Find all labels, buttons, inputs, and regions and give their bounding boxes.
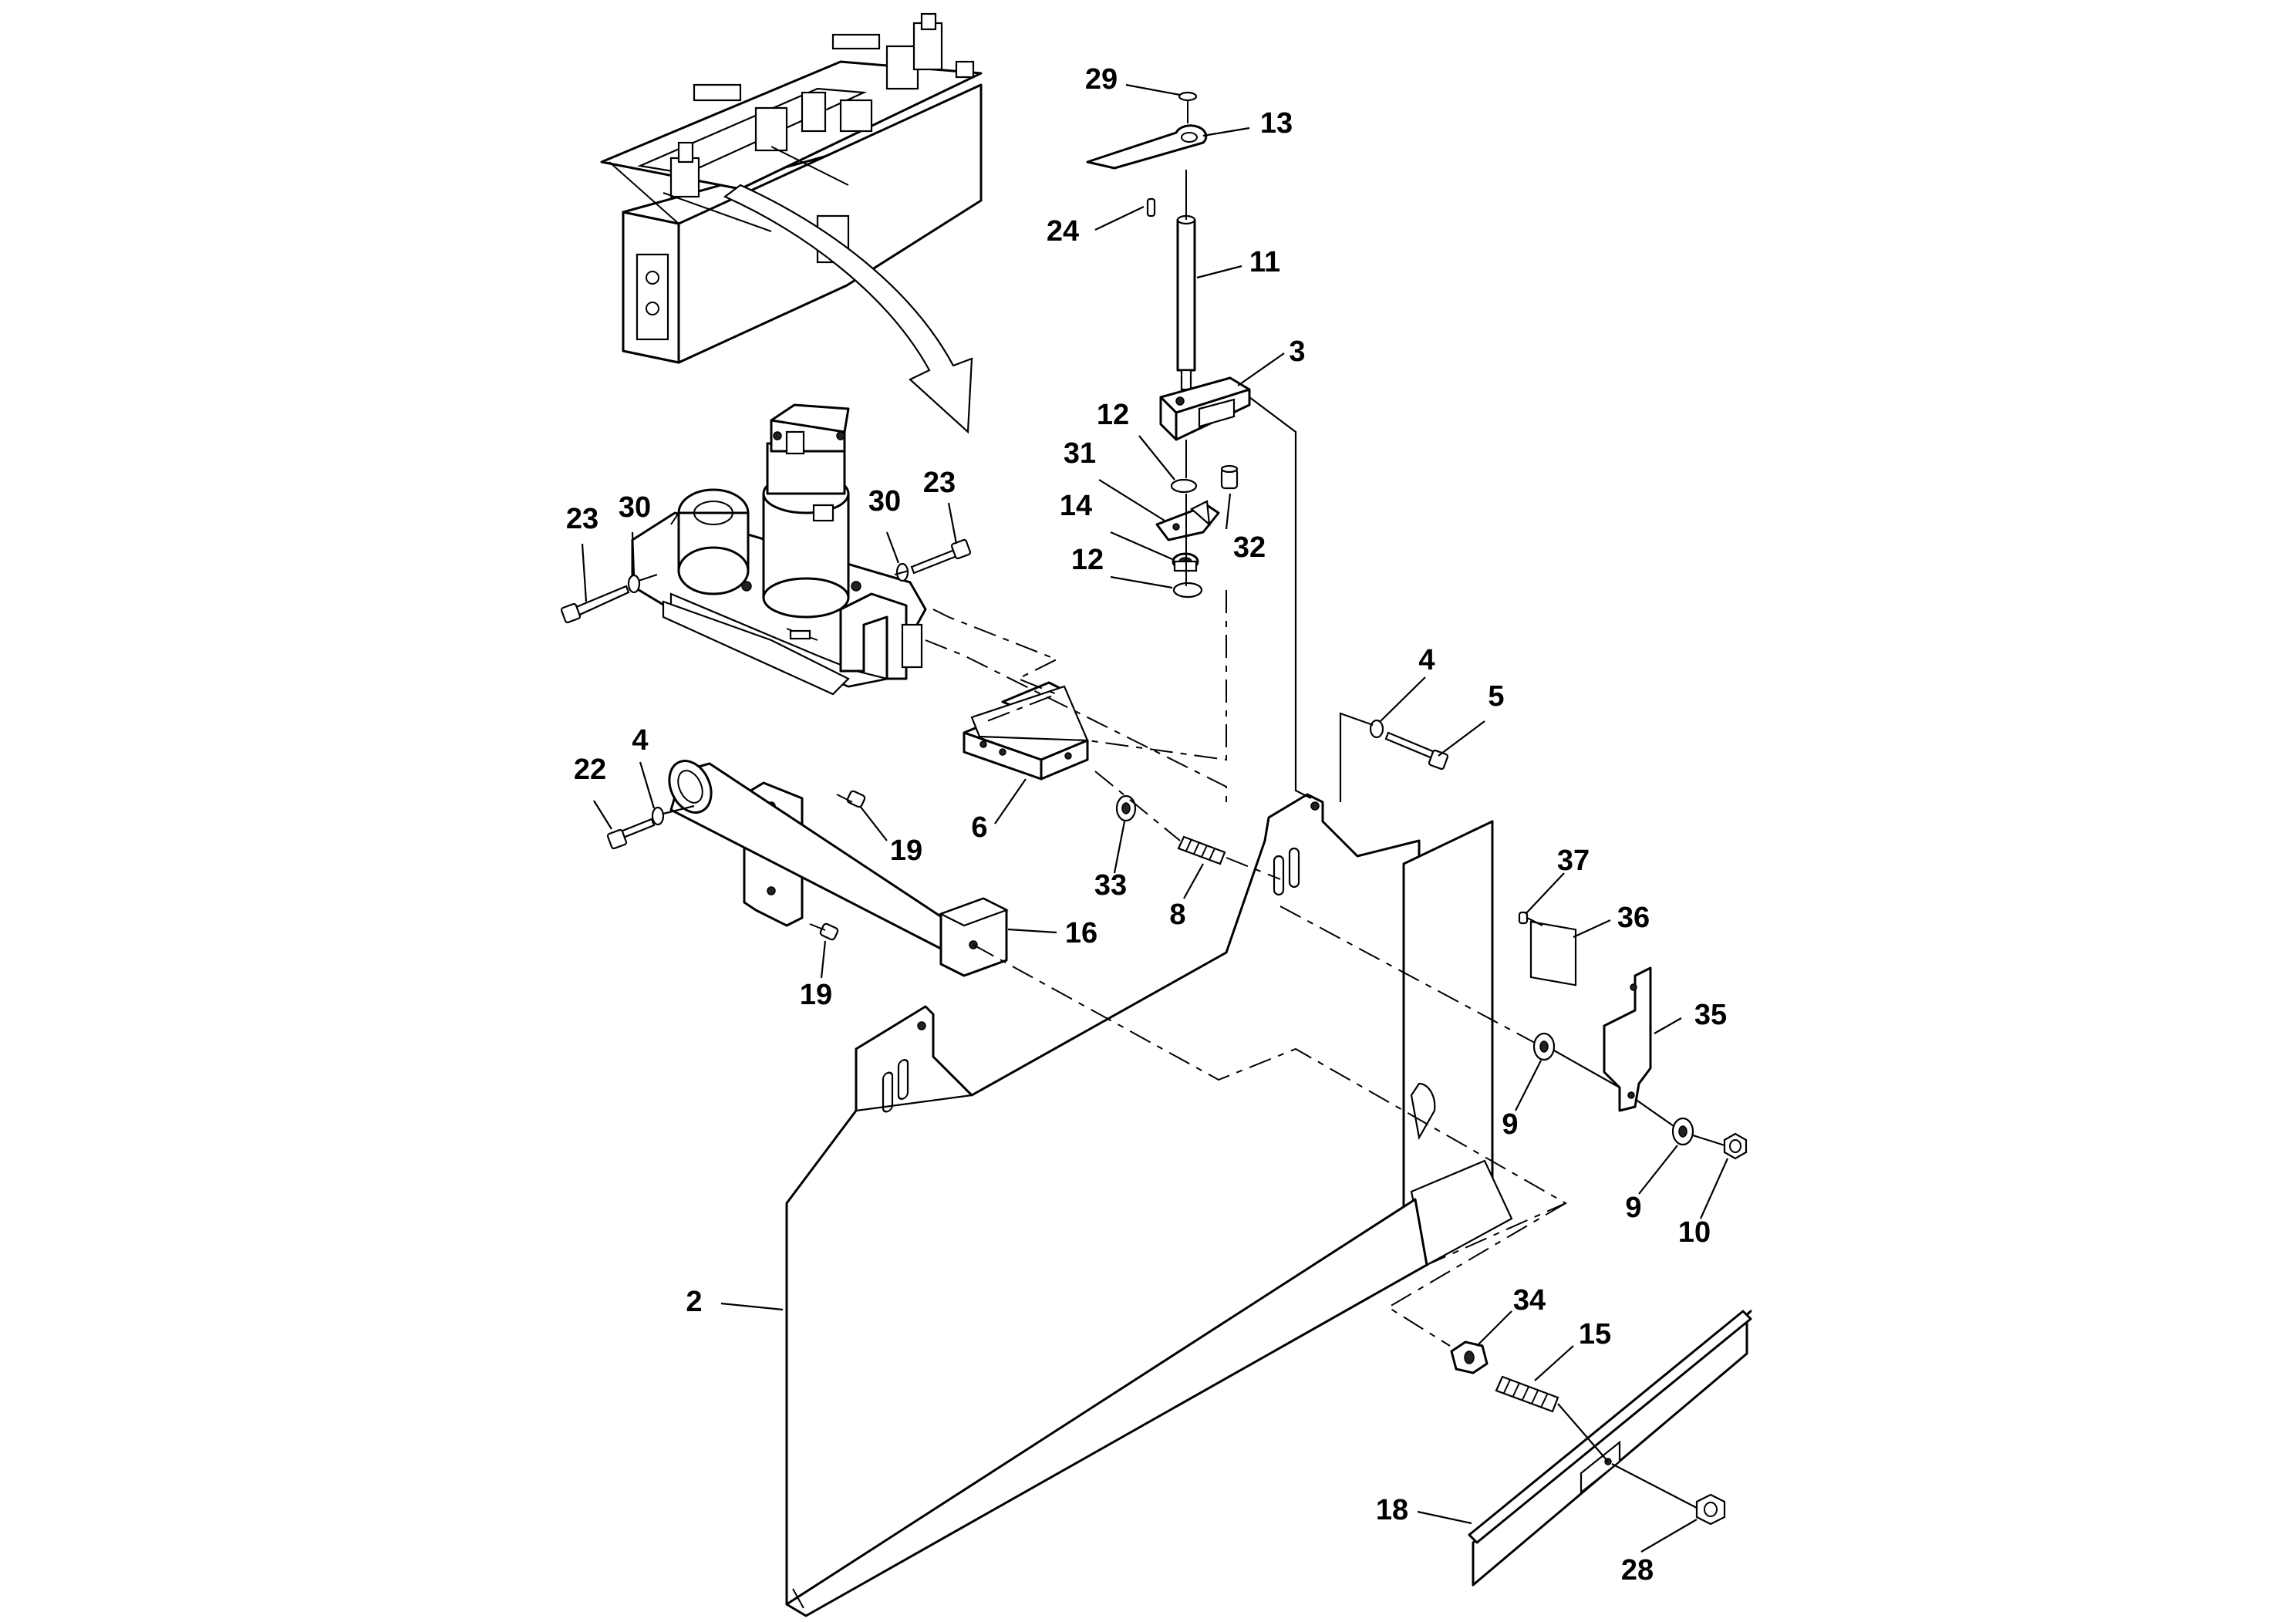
callout-30-left: 30 [619,491,651,524]
callout-15: 15 [1579,1318,1611,1351]
machine-assembly-overview-icon [600,12,983,364]
callout-9-upper: 9 [1502,1108,1518,1141]
fasteners [560,538,1748,1526]
callout-2: 2 [686,1286,702,1318]
bracket-part-35 [1529,920,1652,1112]
callout-12-lower: 12 [1071,544,1104,576]
alignment-lines [638,396,1725,1509]
callout-23-right: 23 [923,467,956,499]
callout-22: 22 [574,754,606,786]
callout-23-left: 23 [566,503,598,535]
callout-9-lower: 9 [1625,1192,1641,1224]
actuator-motor-assembly [631,403,927,696]
callout-28: 28 [1621,1554,1654,1587]
pivot-tube-assembly [668,760,1009,977]
callout-36: 36 [1617,902,1650,934]
callout-35: 35 [1694,999,1727,1031]
callout-4-left: 4 [632,724,648,757]
callout-37: 37 [1557,845,1590,877]
callout-4-right: 4 [1418,644,1435,676]
callout-6: 6 [971,811,987,844]
callout-24: 24 [1047,215,1079,248]
callout-8: 8 [1169,899,1185,931]
leader-lines [581,83,1729,1553]
u-bracket-part-6 [963,681,1089,781]
callout-29: 29 [1085,63,1118,96]
callout-12-upper: 12 [1097,399,1129,431]
callout-labels: 29 13 24 11 3 12 31 14 12 32 23 30 30 23… [566,63,1727,1587]
callout-30-right: 30 [868,485,901,518]
callout-19-lower: 19 [800,979,832,1011]
callout-14: 14 [1060,490,1092,522]
plate-part-18 [1468,1310,1752,1587]
callout-34: 34 [1513,1284,1546,1317]
callout-16: 16 [1065,917,1097,949]
lever-shaft-assembly [1086,91,1251,599]
callout-3: 3 [1289,336,1305,368]
callout-5: 5 [1488,680,1504,713]
callout-13: 13 [1260,107,1293,140]
callout-33: 33 [1094,869,1127,902]
callout-18: 18 [1376,1494,1408,1526]
callout-11: 11 [1249,246,1280,278]
callout-10: 10 [1678,1216,1711,1249]
curved-arrow-icon [723,184,973,434]
callout-19-upper: 19 [890,835,922,867]
callout-31: 31 [1064,437,1096,470]
callout-32: 32 [1233,531,1266,564]
